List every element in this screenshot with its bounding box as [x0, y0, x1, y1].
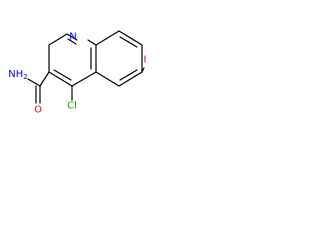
- bond-c2-n1-double: [67, 38, 77, 45]
- bond-c4-c3: [48, 71, 73, 87]
- bond-carbonyl-n: [27, 78, 41, 87]
- bond-n1-c8a: [87, 39, 97, 46]
- bond-c5-c4a: [95, 71, 120, 87]
- bond-c6-c5: [118, 71, 143, 87]
- bond-c6-i: [141, 67, 145, 73]
- amide-nitrogen-symbol: NH: [8, 69, 23, 80]
- amide-nitrogen-label: NH2: [8, 69, 27, 82]
- carbonyl-oxygen-label: O: [34, 105, 42, 116]
- bond-c2-n1: [66, 33, 78, 41]
- chlorine-label: Cl: [67, 101, 77, 112]
- chemical-structure-diagram: N NH2 O Cl I: [8, 30, 147, 116]
- bond-c4-c3-inner: [53, 69, 72, 81]
- ring-nitrogen-label: N: [69, 32, 76, 43]
- iodine-label: I: [144, 55, 147, 66]
- bond-c6-c5-inner: [119, 69, 138, 81]
- bond-c8-c7: [118, 30, 143, 46]
- bond-c8-c7-inner: [119, 36, 138, 48]
- bond-c2-c3-top: [48, 33, 68, 46]
- bond-c4a-c4: [71, 71, 97, 87]
- bond-c3-carbonyl: [39, 71, 50, 87]
- bond-c8a-c8: [95, 30, 120, 46]
- amide-nitrogen-subscript: 2: [23, 73, 27, 81]
